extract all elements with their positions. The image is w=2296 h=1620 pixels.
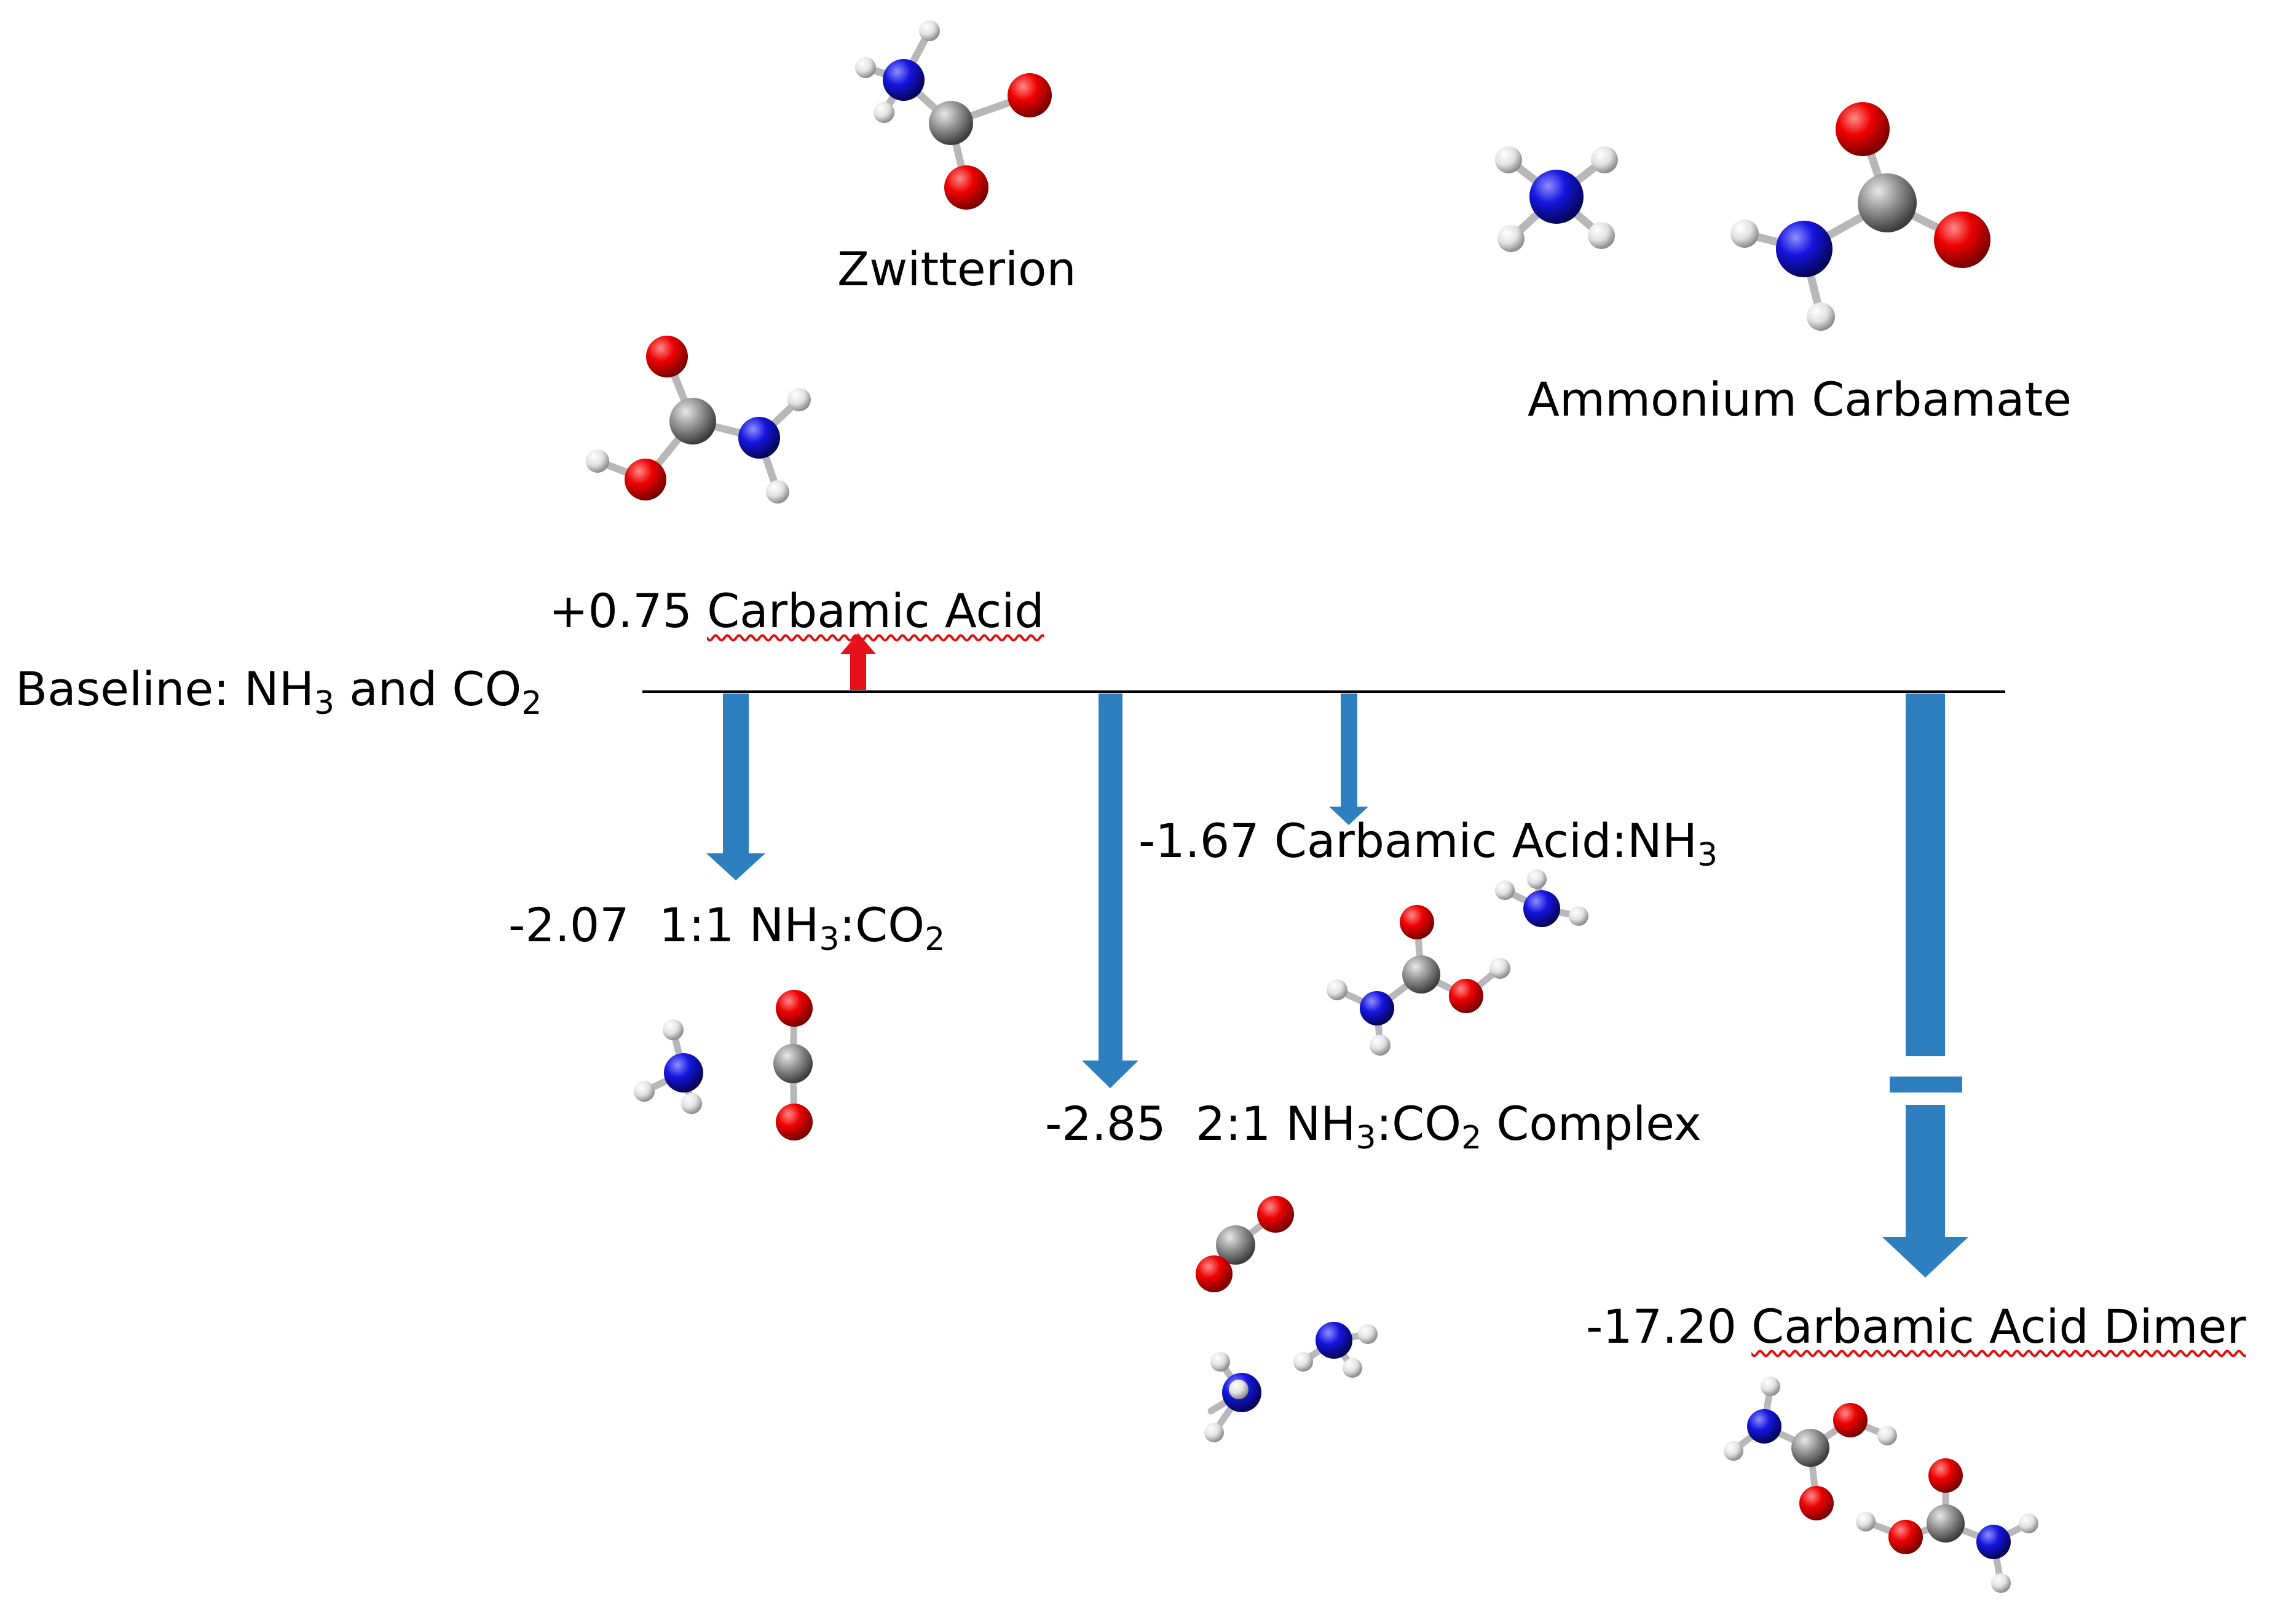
- baseline-sub-3: 3: [314, 685, 335, 722]
- dimer-value: -17.20: [1586, 1299, 1737, 1354]
- nh3-co2-2to1-sub-2: 2: [1461, 1120, 1482, 1156]
- carbamic-acid-label: +0.75 Carbamic Acid: [549, 588, 1044, 634]
- arrow-nh3-co2-1to1: [706, 693, 765, 880]
- nh3-co2-1to1-sub-2: 2: [925, 921, 945, 958]
- arrow-dimer-upper: [1906, 693, 1945, 1056]
- arrow-carbamic-acid-up: [840, 633, 876, 690]
- dimer-name: Carbamic Acid Dimer: [1751, 1299, 2246, 1354]
- zwitterion-molecule: [855, 20, 1052, 210]
- nh3-co2-2to1-sub-3: 3: [1355, 1120, 1376, 1156]
- nh3-co2-2to1-value: -2.85: [1045, 1096, 1166, 1151]
- nh3-co2-2to1-label: -2.85 2:1 NH3:CO2 Complex: [1045, 1100, 1702, 1156]
- baseline-sub-2: 2: [521, 685, 542, 722]
- arrow-carbamic-acid-nh3: [1329, 693, 1368, 825]
- zwitterion-label: Zwitterion: [837, 246, 1076, 293]
- nh3-co2-1to1-mid: :CO: [839, 898, 925, 952]
- zwitterion-text: Zwitterion: [837, 242, 1076, 296]
- ammonium-carbamate-label: Ammonium Carbamate: [1528, 376, 2072, 423]
- carbamic-acid-nh3-molecules: [1327, 869, 1588, 1056]
- nh3-co2-2to1-pre: 2:1 NH: [1195, 1096, 1356, 1151]
- carbamic-acid-value: +0.75: [549, 583, 692, 638]
- nh3-co2-1to1-sub-3: 3: [819, 921, 840, 958]
- dimer-label: -17.20 Carbamic Acid Dimer: [1586, 1303, 2246, 1350]
- nh3-co2-2to1-mid: :CO: [1376, 1096, 1462, 1151]
- carbamic-acid-nh3-pre: Carbamic Acid:NH: [1274, 813, 1698, 868]
- nh3-co2-1to1-label: -2.07 1:1 NH3:CO2: [508, 902, 945, 958]
- nh3-co2-1to1-pre: 1:1 NH: [658, 898, 819, 952]
- carbamic-acid-nh3-value: -1.67: [1138, 813, 1260, 868]
- arrow-dimer-break-mark: [1890, 1077, 1962, 1093]
- baseline-mid: and CO: [334, 662, 522, 716]
- carbamic-acid-nh3-sub-3: 3: [1697, 837, 1718, 874]
- nh3-co2-2to1-molecules: [1196, 1196, 1378, 1442]
- nh3-co2-1to1-value: -2.07: [508, 898, 629, 952]
- ammonium-carbamate-text: Ammonium Carbamate: [1528, 372, 2072, 427]
- arrow-dimer-lower: [1882, 1105, 1968, 1278]
- arrow-nh3-co2-2to1: [1082, 693, 1138, 1088]
- carbamic-acid-name: Carbamic Acid: [707, 583, 1044, 638]
- carbamic-acid-nh3-label: -1.67 Carbamic Acid:NH3: [1138, 818, 1718, 874]
- baseline-prefix: Baseline: NH: [15, 662, 314, 716]
- carbamic-acid-dimer-molecules: [1724, 1377, 2038, 1593]
- baseline-label: Baseline: NH3 and CO2: [15, 666, 542, 722]
- nh3-co2-1to1-molecules: [634, 990, 813, 1140]
- ammonium-carbamate-molecule: [1495, 102, 1990, 331]
- nh3-co2-2to1-post: Complex: [1481, 1096, 1702, 1151]
- carbamic-acid-molecule: [586, 336, 811, 504]
